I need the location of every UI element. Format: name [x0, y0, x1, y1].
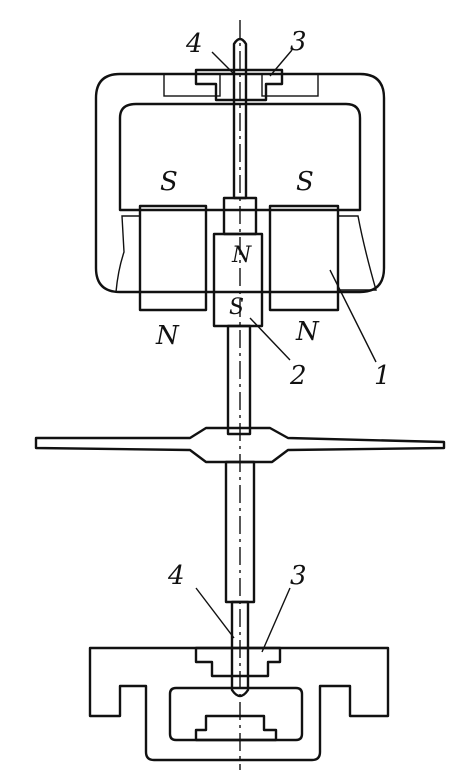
- label-top-bearing: 3: [290, 27, 307, 57]
- upper-housing: [94, 72, 386, 294]
- rotor-disk: [34, 426, 446, 464]
- label-pole-s-right: S: [296, 167, 314, 197]
- label-inner-magnet: 2: [289, 361, 307, 391]
- label-pole-n-left: N: [155, 321, 180, 351]
- labels: 4 3 S S N S N N 2 1 4 3: [155, 27, 391, 591]
- leader-lines: [195, 49, 377, 653]
- label-top-shaft: 4: [185, 29, 203, 59]
- label-pole-n-right: N: [295, 317, 320, 347]
- shaft: [224, 37, 256, 698]
- label-bottom-shaft: 4: [167, 561, 185, 591]
- label-magnet-n: N: [231, 243, 252, 268]
- label-outer-magnet: 1: [374, 361, 391, 391]
- label-bottom-bearing: 3: [290, 561, 307, 591]
- outer-ring-magnet: [138, 204, 340, 312]
- label-pole-s-left: S: [160, 167, 178, 197]
- label-magnet-s: S: [229, 295, 244, 320]
- lower-housing: [88, 646, 390, 762]
- upper-bearing: [194, 68, 284, 102]
